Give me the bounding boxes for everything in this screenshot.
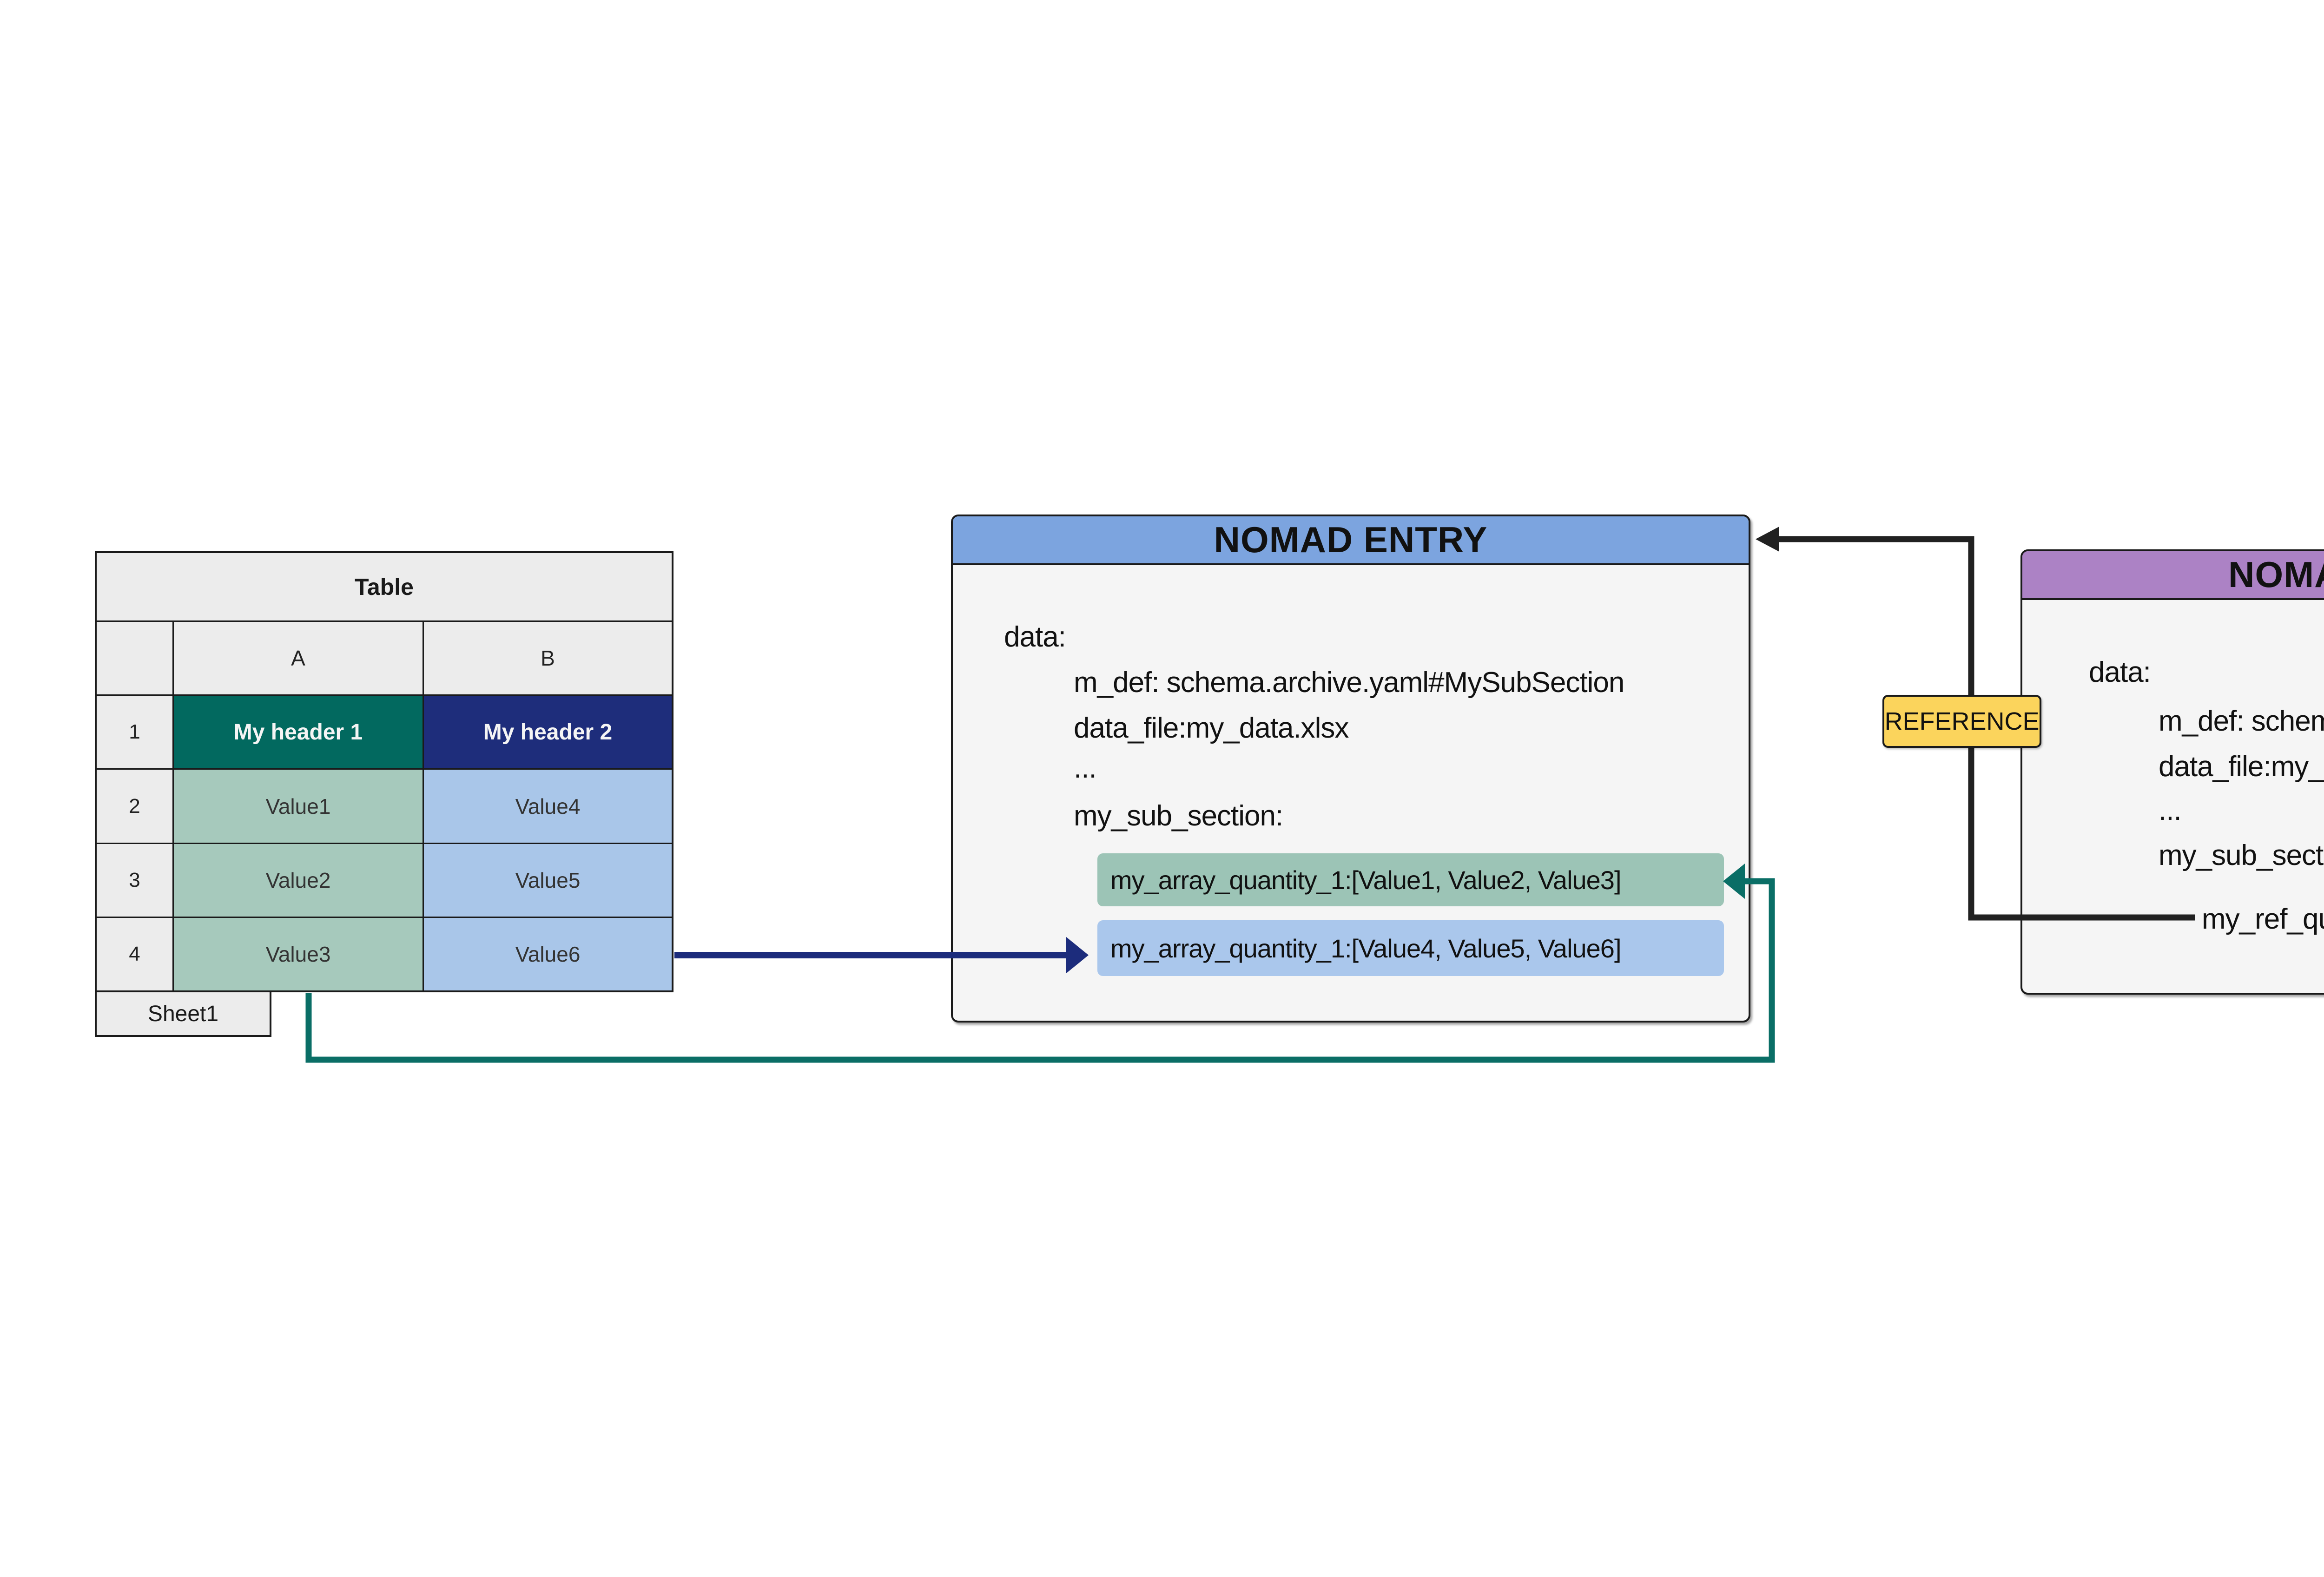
reference-arrowhead-icon	[1756, 527, 1779, 552]
yaml-line-datafile: data_file:my_data.xlsx	[2159, 751, 2324, 783]
subsection-box-header: NOMAD ENTRY	[953, 516, 1749, 565]
table-row: 4 Value3 Value6	[97, 917, 672, 991]
yaml-line-datafile: data_file:my_data.xlsx	[1074, 712, 1349, 744]
table-row: 1 My header 1 My header 2	[97, 696, 672, 770]
corner-cell	[97, 622, 174, 695]
reference-badge: REFERENCE	[1882, 695, 2041, 748]
row-number: 4	[97, 917, 174, 991]
row-number: 3	[97, 844, 174, 917]
array-quantity-blue-row: my_array_quantity_1:[Value4, Value5, Val…	[1097, 920, 1724, 976]
sheet-tab: Sheet1	[95, 992, 271, 1037]
value-cell-a3: Value2	[174, 844, 424, 917]
yaml-line-refquantity: my_ref_quantity:	[2202, 903, 2324, 935]
value-cell-b2: Value4	[424, 770, 672, 843]
yaml-line-subsection: my_sub_section:	[2159, 839, 2324, 871]
column-header-a: A	[174, 622, 424, 695]
value-cell-a4: Value3	[174, 917, 424, 991]
column-header-row: A B	[97, 622, 672, 696]
header-cell-b1: My header 2	[424, 696, 672, 769]
yaml-line-mdef: m_def: schema.archive.yaml#MySubSection	[1074, 666, 1624, 699]
value-cell-b3: Value5	[424, 844, 672, 917]
column-header-b: B	[424, 622, 672, 695]
value-cell-b4: Value6	[424, 917, 672, 991]
nomad-entry-section-box: NOMAD ENTRY data: m_def: schema.archive.…	[2020, 549, 2324, 995]
row-number: 1	[97, 696, 174, 769]
header-cell-a1: My header 1	[174, 696, 424, 769]
section-box-header: NOMAD ENTRY	[2022, 551, 2324, 600]
yaml-line-ellipsis: ...	[1074, 752, 1097, 784]
table-row: 3 Value2 Value5	[97, 844, 672, 918]
value-cell-a2: Value1	[174, 770, 424, 843]
table-row: 2 Value1 Value4	[97, 770, 672, 844]
table-title: Table	[97, 553, 672, 622]
array-quantity-green-row: my_array_quantity_1:[Value1, Value2, Val…	[1097, 853, 1724, 906]
yaml-line-mdef: m_def: schema.archive.yaml#MySection	[2159, 705, 2324, 737]
yaml-line-subsection: my_sub_section:	[1074, 800, 1283, 832]
spreadsheet-table: Table A B 1 My header 1 My header 2 2 Va…	[95, 551, 673, 992]
row-number: 2	[97, 770, 174, 843]
yaml-line-data: data:	[1004, 621, 1066, 653]
yaml-line-ellipsis: ...	[2159, 794, 2182, 826]
nomad-entry-subsection-box: NOMAD ENTRY data: m_def: schema.archive.…	[951, 515, 1750, 1023]
yaml-line-data: data:	[2089, 656, 2151, 688]
